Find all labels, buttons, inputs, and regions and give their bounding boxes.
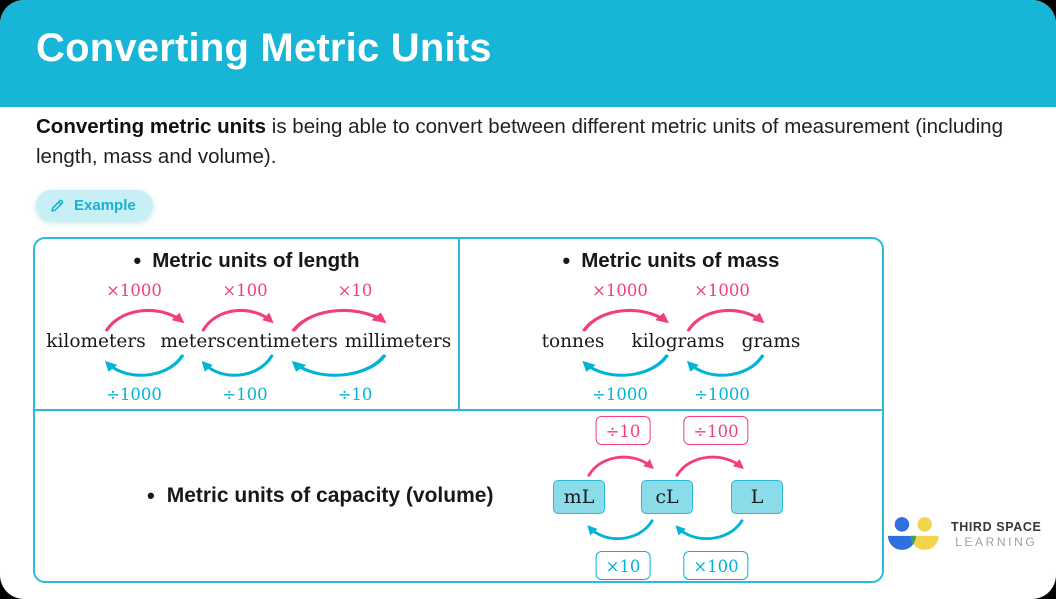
unit-box: cL bbox=[641, 480, 693, 514]
unit-box: mL bbox=[553, 480, 605, 514]
divide-arrow-icon bbox=[291, 354, 387, 377]
page-header: Converting Metric Units bbox=[0, 0, 1056, 107]
unit-box: L bbox=[731, 480, 783, 514]
section-length: • Metric units of length ×1000 ×100 ×10 k… bbox=[35, 239, 458, 409]
page-title: Converting Metric Units bbox=[36, 26, 492, 70]
multiply-label: ×100 bbox=[222, 281, 268, 300]
multiply-arrow-icon bbox=[105, 309, 185, 332]
example-badge-label: Example bbox=[74, 197, 136, 214]
multiply-arrow-icon bbox=[201, 309, 274, 332]
divide-label: ÷1000 bbox=[694, 385, 750, 404]
section-length-title: • Metric units of length bbox=[35, 249, 458, 273]
unit-label: tonnes bbox=[541, 331, 605, 352]
divide-label: ÷10 bbox=[337, 385, 373, 404]
divide-arrow-icon bbox=[104, 354, 184, 377]
brand-name-line1: THIRD SPACE bbox=[951, 519, 1042, 534]
multiply-label: ×100 bbox=[683, 551, 749, 580]
multiply-label: ×1000 bbox=[106, 281, 162, 300]
example-badge[interactable]: Example bbox=[36, 190, 153, 221]
multiply-arrow-icon bbox=[587, 519, 654, 540]
multiply-label: ×10 bbox=[337, 281, 373, 300]
units-panel: • Metric units of length ×1000 ×100 ×10 k… bbox=[33, 237, 884, 583]
multiply-arrow-icon bbox=[291, 309, 387, 332]
section-capacity: • Metric units of capacity (volume) ÷10 ÷… bbox=[35, 411, 882, 585]
multiply-label: ×1000 bbox=[592, 281, 648, 300]
section-mass-title: • Metric units of mass bbox=[460, 249, 882, 273]
unit-label: kilometers bbox=[46, 331, 146, 352]
bullet-icon: • bbox=[147, 483, 155, 508]
multiply-label: ×1000 bbox=[694, 281, 750, 300]
divide-arrow-icon bbox=[582, 354, 669, 377]
multiply-arrow-icon bbox=[675, 519, 744, 540]
unit-label: meters bbox=[160, 331, 226, 352]
intro-text: Converting metric units is being able to… bbox=[36, 112, 1026, 172]
panel-divider-horizontal bbox=[35, 409, 882, 411]
intro-term: Converting metric units bbox=[36, 115, 267, 138]
panel-divider-vertical bbox=[458, 239, 460, 409]
pencil-icon bbox=[51, 199, 64, 212]
section-capacity-title-text: Metric units of capacity (volume) bbox=[166, 484, 494, 507]
multiply-arrow-icon bbox=[582, 309, 669, 332]
divide-arrow-icon bbox=[686, 354, 765, 377]
unit-label: grams bbox=[741, 331, 801, 352]
divide-label: ÷1000 bbox=[106, 385, 162, 404]
intro-rest: is being able to convert between differe… bbox=[36, 115, 1003, 168]
unit-label: kilograms bbox=[631, 331, 725, 352]
section-mass-title-text: Metric units of mass bbox=[581, 249, 780, 272]
divide-label: ÷10 bbox=[595, 416, 651, 445]
divide-arrow-icon bbox=[587, 455, 654, 477]
bullet-icon: • bbox=[133, 248, 142, 273]
multiply-label: ×10 bbox=[595, 551, 651, 580]
third-space-learning-icon bbox=[887, 517, 939, 550]
divide-label: ÷100 bbox=[683, 416, 749, 445]
brand-logo-text: THIRD SPACE LEARNING bbox=[951, 520, 1041, 549]
brand-logo: THIRD SPACE LEARNING bbox=[886, 514, 1041, 554]
divide-arrow-icon bbox=[675, 455, 744, 477]
divide-arrow-icon bbox=[201, 354, 274, 377]
multiply-arrow-icon bbox=[686, 309, 765, 332]
unit-label: millimeters bbox=[344, 331, 452, 352]
section-capacity-title: • Metric units of capacity (volume) bbox=[147, 483, 493, 509]
section-mass: • Metric units of mass ×1000 ×1000 tonnes… bbox=[460, 239, 882, 409]
section-length-title-text: Metric units of length bbox=[152, 249, 360, 272]
divide-label: ÷100 bbox=[222, 385, 268, 404]
capacity-diagram: ÷10 ÷100 mL cL L ×10 ×100 bbox=[548, 416, 808, 580]
bullet-icon: • bbox=[562, 248, 571, 273]
unit-label: centimeters bbox=[226, 331, 338, 352]
brand-name-line2: LEARNING bbox=[955, 534, 1038, 549]
divide-label: ÷1000 bbox=[592, 385, 648, 404]
